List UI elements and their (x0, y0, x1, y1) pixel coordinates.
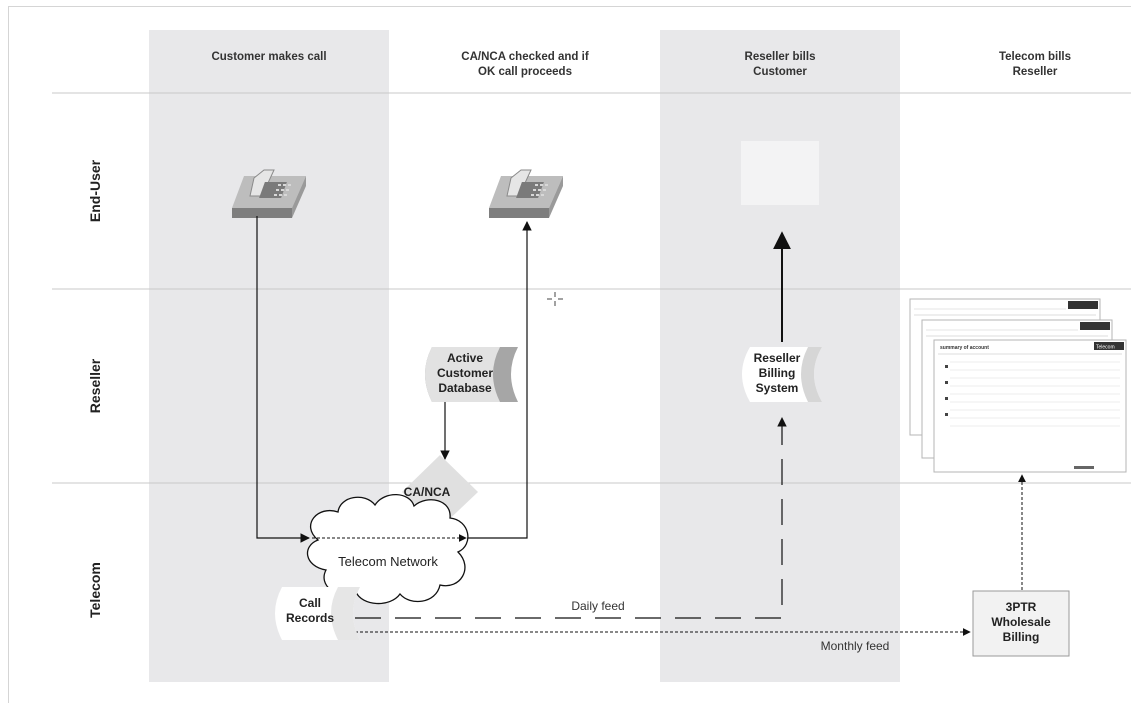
column-header-1: Customer makes call (211, 51, 326, 63)
invoice-stack: summary of account Telecom (909, 298, 1127, 473)
wholesale-line1: 3PTR (1006, 600, 1037, 614)
invoice-page: summary of account Telecom (933, 339, 1127, 473)
telecom-network-cloud: Telecom Network (307, 493, 469, 605)
edge-network-to-phone (450, 221, 532, 539)
telephone-icon (232, 169, 306, 218)
active-customer-database-node: Active Customer Database (425, 347, 518, 402)
invoice-heading: summary of account (940, 345, 989, 351)
telecom-network-label: Telecom Network (338, 554, 438, 569)
column-header-2: CA/NCA checked and if (461, 51, 589, 63)
edge-phone-to-network (256, 216, 310, 543)
database-label-line3: Database (438, 381, 492, 395)
ca-nca-label: CA/NCA (404, 485, 451, 499)
edge-daily-feed (355, 417, 787, 619)
daily-feed-label: Daily feed (571, 599, 624, 613)
billing-label-line1: Reseller (754, 351, 801, 365)
call-records-node: Call Records (275, 587, 360, 640)
wholesale-line3: Billing (1003, 630, 1040, 644)
call-records-line1: Call (299, 596, 321, 610)
invoice-brand: Telecom (1096, 345, 1115, 351)
call-records-line2: Records (286, 611, 334, 625)
column-header-3-line2: Customer (753, 66, 807, 78)
monthly-feed-label: Monthly feed (821, 639, 890, 653)
lane-label-telecom: Telecom (87, 562, 103, 618)
telephone-icon (489, 169, 563, 218)
column-header-2-line2: OK call proceeds (478, 66, 572, 78)
lane-label-end-user: End-User (87, 159, 103, 222)
wholesale-billing-node: 3PTR Wholesale Billing (972, 590, 1070, 657)
customer-bill-placeholder (741, 141, 819, 205)
lane-label-reseller: Reseller (87, 358, 103, 413)
column-header-4: Telecom bills (999, 51, 1071, 63)
wholesale-line2: Wholesale (991, 615, 1051, 629)
billing-label-line2: Billing (759, 366, 796, 380)
column-header-4-line2: Reseller (1013, 66, 1058, 78)
reseller-billing-system-node: Reseller Billing System (742, 347, 822, 402)
billing-label-line3: System (756, 381, 799, 395)
crosshair-cursor-icon (547, 292, 563, 306)
column-header-3: Reseller bills (745, 51, 816, 63)
database-label-line2: Customer (437, 366, 493, 380)
database-label-line1: Active (447, 351, 483, 365)
